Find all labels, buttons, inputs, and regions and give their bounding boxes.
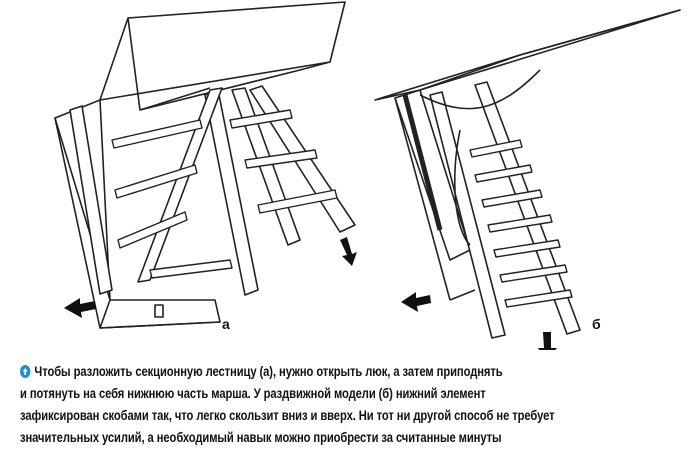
caption-line-1: Чтобы разложить секционную лестницу (а),…: [20, 360, 596, 382]
label-a: а: [222, 316, 230, 332]
telescopic-ladder-drawing-b: [374, 9, 681, 350]
caption-line-3: зафиксирован скобами так, что легко скол…: [20, 407, 555, 423]
label-b: б: [592, 316, 601, 332]
caption: Чтобы разложить секционную лестницу (а),…: [20, 360, 700, 448]
caption-line-2: и потянуть на себя нижнюю часть марша. У…: [20, 385, 486, 401]
info-arrow-up-icon: [20, 365, 31, 378]
caption-text: Чтобы разложить секционную лестницу (а),…: [34, 363, 503, 379]
caption-line-4: значительных усилий, а необходимый навык…: [20, 429, 502, 445]
sectional-ladder-drawing-a: [54, 1, 357, 329]
ladder-diagram: [54, 1, 681, 350]
